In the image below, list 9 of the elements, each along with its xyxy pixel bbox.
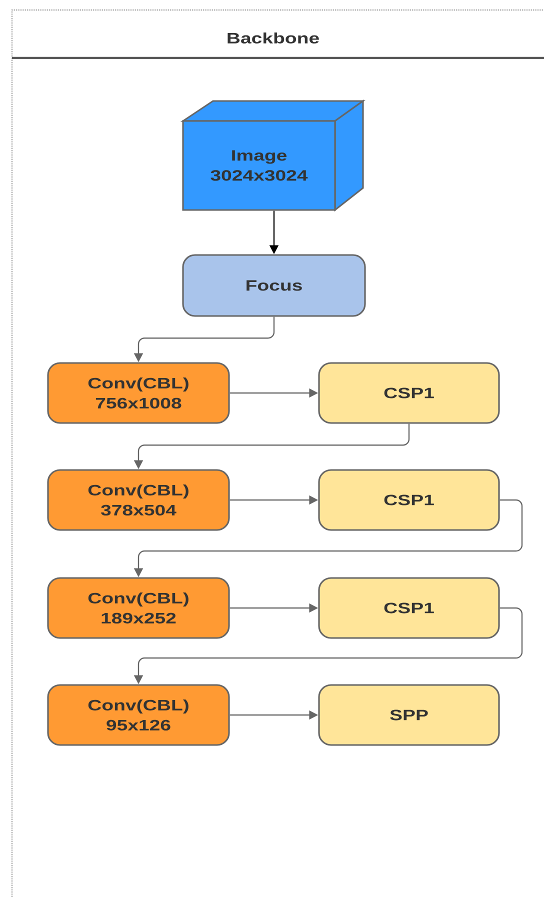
process-box: CSP1 xyxy=(318,577,500,639)
process-box: Conv(CBL) 378x504 xyxy=(47,469,230,531)
process-box: Conv(CBL) 189x252 xyxy=(47,577,230,639)
process-box: Focus xyxy=(182,254,366,317)
process-box: SPP xyxy=(318,684,500,746)
process-box: Conv(CBL) 756x1008 xyxy=(47,362,230,424)
process-box: CSP1 xyxy=(318,469,500,531)
process-box: Conv(CBL) 95x126 xyxy=(47,684,230,746)
process-box: CSP1 xyxy=(318,362,500,424)
